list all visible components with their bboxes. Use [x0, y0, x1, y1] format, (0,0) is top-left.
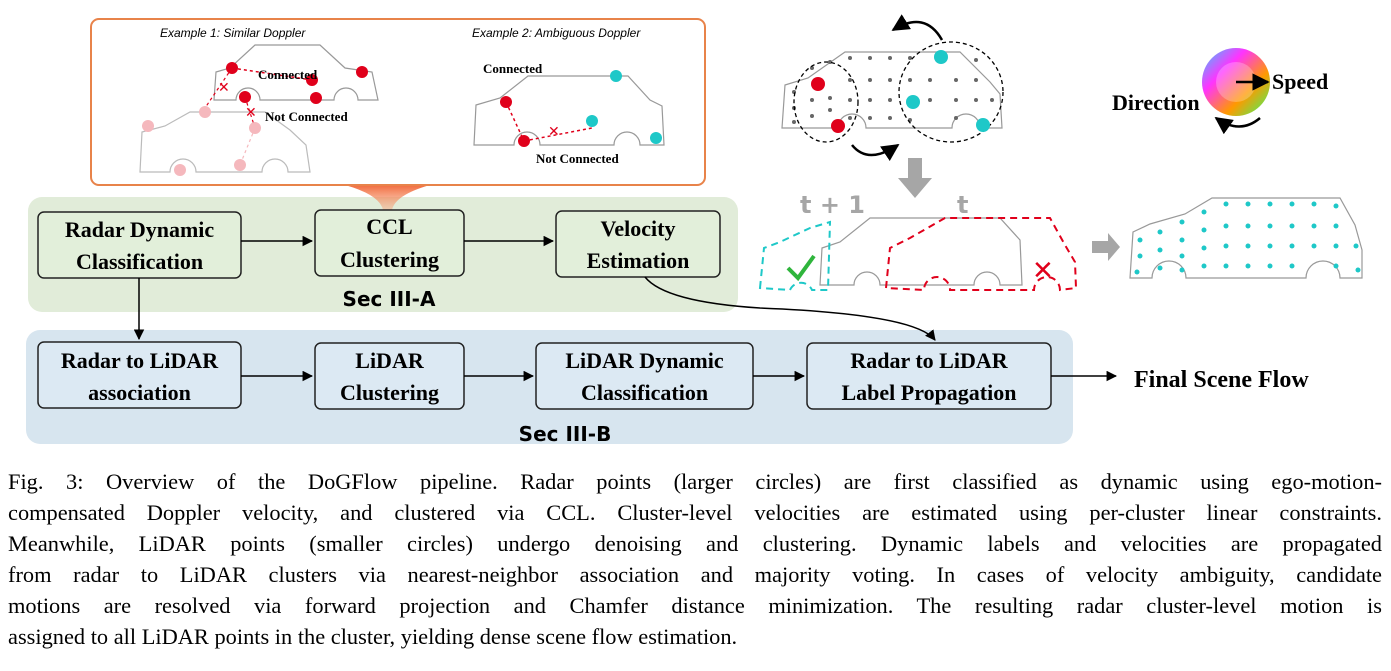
ex2-connected: Connected: [483, 61, 543, 76]
svg-text:Clustering: Clustering: [340, 247, 439, 272]
box-velocity-estimation: Velocity Estimation: [555, 210, 721, 278]
svg-text:Classification: Classification: [581, 380, 708, 405]
caption-line: assigned to all LiDAR points in the clus…: [8, 624, 738, 649]
down-arrow-icon: [898, 158, 932, 198]
box-lidar-clustering: LiDAR Clustering: [314, 342, 465, 410]
ex1-not-connected: Not Connected: [265, 109, 348, 124]
box-label-propagation: Radar to LiDAR Label Propagation: [806, 342, 1052, 410]
time-t-label: t: [957, 191, 968, 219]
pipeline-figure: Example 1: Similar Doppler Example 2: Am…: [26, 14, 1363, 446]
svg-text:Velocity: Velocity: [601, 216, 676, 241]
example1-car-top: [213, 44, 379, 101]
caption-line: motions are resolved via forward project…: [8, 593, 1382, 618]
sec-b-label: Sec III-B: [519, 422, 612, 446]
color-wheel-legend: [1202, 48, 1270, 135]
final-output: Final Scene Flow: [1134, 367, 1309, 393]
caption-line: Meanwhile, LiDAR points (smaller circles…: [8, 531, 1382, 556]
example1-points: ✕ ✕: [142, 62, 368, 176]
time-t1-label: t + 1: [800, 191, 865, 219]
svg-text:association: association: [88, 380, 191, 405]
example-box: [90, 18, 706, 186]
svg-text:Classification: Classification: [76, 249, 203, 274]
ex2-not-connected: Not Connected: [536, 151, 619, 166]
box-ccl-clustering: CCL Clustering: [314, 209, 465, 277]
caption-line: compensated Doppler velocity, and cluste…: [8, 500, 1382, 525]
ex1-connected: Connected: [258, 67, 318, 82]
final-flow-car: [1129, 197, 1363, 279]
caption-line: from radar to LiDAR clusters via nearest…: [8, 562, 1382, 587]
svg-text:LiDAR Dynamic: LiDAR Dynamic: [565, 348, 724, 373]
sec-a-label: Sec III-A: [343, 287, 436, 311]
caption-line: Fig. 3: Overview of the DoGFlow pipeline…: [8, 469, 1382, 494]
example2-car: [473, 75, 665, 146]
flow-arrows: [133, 235, 1118, 382]
svg-text:Estimation: Estimation: [587, 248, 690, 273]
svg-text:Radar Dynamic: Radar Dynamic: [65, 217, 215, 242]
svg-text:Label Propagation: Label Propagation: [841, 380, 1016, 405]
box-radar-lidar-assoc: Radar to LiDAR association: [37, 341, 242, 409]
legend-speed: Speed: [1272, 69, 1328, 94]
svg-text:✕: ✕: [548, 124, 560, 140]
svg-text:✕: ✕: [245, 105, 257, 121]
svg-text:✕: ✕: [1032, 256, 1054, 286]
example1-car-bottom: [139, 111, 311, 173]
example2-title: Example 2: Ambiguous Doppler: [472, 26, 641, 40]
example-funnel: [345, 185, 430, 210]
svg-text:LiDAR: LiDAR: [355, 348, 425, 373]
box-lidar-dynamic: LiDAR Dynamic Classification: [535, 342, 754, 410]
svg-text:CCL: CCL: [366, 214, 412, 239]
svg-text:Radar to LiDAR: Radar to LiDAR: [850, 348, 1008, 373]
ambiguity-car: [781, 14, 1004, 162]
example1-title: Example 1: Similar Doppler: [160, 26, 306, 40]
svg-text:Clustering: Clustering: [340, 380, 439, 405]
right-arrow-icon: [1092, 233, 1120, 261]
legend-direction: Direction: [1112, 90, 1200, 115]
box-radar-dynamic: Radar Dynamic Classification: [37, 211, 242, 279]
svg-text:✕: ✕: [218, 80, 230, 96]
figure-caption: Fig. 3: Overview of the DoGFlow pipeline…: [8, 466, 1382, 652]
svg-text:Radar to LiDAR: Radar to LiDAR: [61, 348, 219, 373]
example2-points: ✕: [500, 70, 662, 147]
projection-cars: ✕: [758, 217, 1078, 292]
